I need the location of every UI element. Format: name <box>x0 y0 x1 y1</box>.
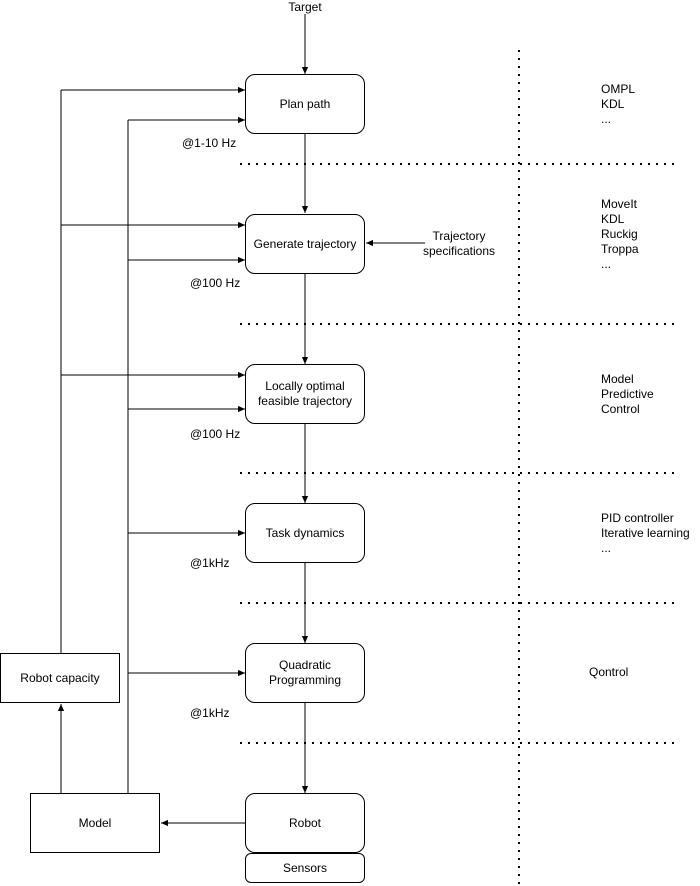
model-box: Model <box>30 793 160 853</box>
robot-capacity-box: Robot capacity <box>0 653 120 703</box>
rate-label-locally: @100 Hz <box>190 427 241 441</box>
target-label: Target <box>288 0 322 14</box>
rate-label-plan: @1-10 Hz <box>182 136 237 150</box>
tools-trajectory: MoveIt KDL Ruckig Troppa ... <box>601 197 639 271</box>
generate-trajectory-box: Generate trajectory <box>245 214 365 274</box>
quadratic-programming-box: Quadratic Programming <box>245 643 365 703</box>
sensors-box: Sensors <box>245 853 365 883</box>
locally-optimal-trajectory-box: Locally optimal feasible trajectory <box>245 364 365 424</box>
tools-qp: Qontrol <box>589 665 629 679</box>
plan-path-box: Plan path <box>245 74 365 134</box>
tools-control: PID controller Iterative learning ... <box>601 511 690 555</box>
tools-mpc: Model Predictive Control <box>601 372 654 416</box>
trajectory-specifications-label: Trajectory specifications <box>422 229 496 258</box>
rate-label-task: @1kHz <box>190 556 230 570</box>
rate-label-generate: @100 Hz <box>190 276 241 290</box>
robot-box: Robot <box>245 793 365 853</box>
task-dynamics-box: Task dynamics <box>245 503 365 563</box>
tools-plan: OMPL KDL ... <box>601 82 636 126</box>
rate-label-qp: @1kHz <box>190 706 230 720</box>
